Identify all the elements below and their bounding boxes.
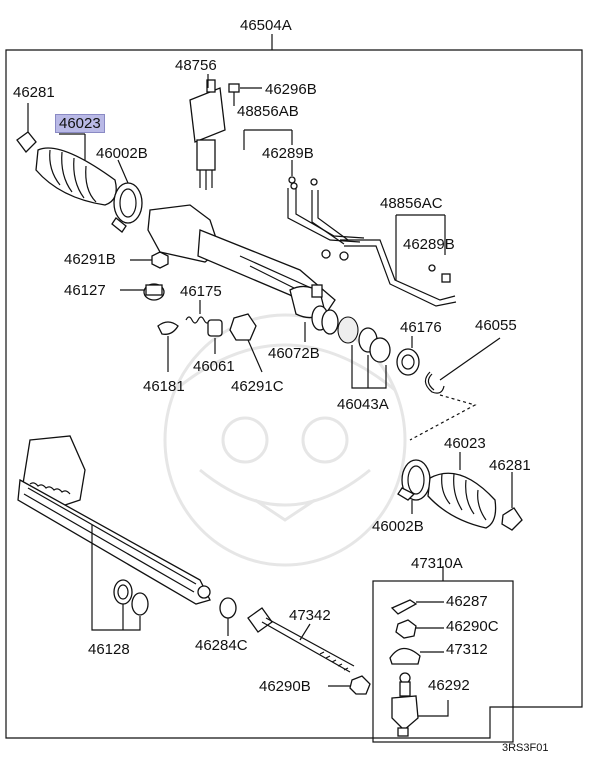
rack-housing-bottom-part: [17, 435, 211, 605]
part-label-46002b-bottom[interactable]: 46002B: [372, 518, 424, 535]
figure-code: 3RS3F01: [502, 742, 549, 754]
boot-46023-bottom-part: [427, 452, 497, 529]
snap-ring-46055-part: [424, 337, 501, 394]
part-label-46023-bottom[interactable]: 46023: [444, 435, 486, 452]
assembly-frame: [5, 49, 583, 739]
part-label-46296b[interactable]: 46296B: [265, 81, 317, 98]
yoke-46061-part: [207, 319, 223, 354]
tie-rod-47342-part: [247, 607, 355, 673]
sub-assembly-label[interactable]: 47310A: [411, 555, 463, 572]
part-label-46291c[interactable]: 46291C: [231, 378, 284, 395]
ring-46128-part: [91, 525, 149, 631]
plug-46127-part: [120, 283, 165, 301]
part-label-46023-top[interactable]: 46023: [55, 114, 105, 133]
part-label-46281-top[interactable]: 46281: [13, 84, 55, 101]
part-label-46043a[interactable]: 46043A: [337, 396, 389, 413]
band-46002b-top-part: [111, 159, 143, 233]
valve-48756-part: [189, 74, 226, 190]
part-label-48756[interactable]: 48756: [175, 57, 217, 74]
bolt-46296b-part: [228, 83, 262, 106]
part-label-46176[interactable]: 46176: [400, 319, 442, 336]
assembly-label: 46504A: [240, 17, 292, 34]
part-label-46290b[interactable]: 46290B: [259, 678, 311, 695]
bushing-46176-part: [396, 336, 420, 376]
pipe-48856ab-part: [243, 129, 365, 261]
pipe-48856ac-part: [340, 214, 457, 307]
ball-joint-46292-part: [391, 672, 449, 737]
rack-housing-top-part: [147, 204, 336, 319]
part-label-46284c[interactable]: 46284C: [195, 637, 248, 654]
part-label-48856ab[interactable]: 48856AB: [237, 103, 299, 120]
part-label-46292[interactable]: 46292: [428, 677, 470, 694]
part-label-46061[interactable]: 46061: [193, 358, 235, 375]
part-label-46055[interactable]: 46055: [475, 317, 517, 334]
nut-46290c-part: [395, 619, 444, 639]
continuation-line: [409, 394, 477, 441]
part-label-46287[interactable]: 46287: [446, 593, 488, 610]
spring-46175-part: [185, 300, 211, 324]
part-label-46175[interactable]: 46175: [180, 283, 222, 300]
clip-46181-part: [157, 321, 179, 372]
nut-46291b-part: [130, 251, 169, 269]
clamp-46281-bottom-part: [501, 472, 523, 531]
ring-46284c-part: [219, 597, 237, 636]
part-label-46127[interactable]: 46127: [64, 282, 106, 299]
part-label-46181[interactable]: 46181: [143, 378, 185, 395]
part-label-46128[interactable]: 46128: [88, 641, 130, 658]
part-label-46289b-right[interactable]: 46289B: [403, 236, 455, 253]
cotter-pin-46287-part: [390, 599, 444, 615]
bushing-46043a-part: [337, 316, 391, 389]
nut-46290b-part: [328, 675, 371, 695]
part-label-47312[interactable]: 47312: [446, 641, 488, 658]
part-label-48856ac[interactable]: 48856AC: [380, 195, 443, 212]
boot-47312-part: [389, 647, 444, 665]
part-label-46072b[interactable]: 46072B: [268, 345, 320, 362]
part-label-46290c[interactable]: 46290C: [446, 618, 499, 635]
watermark-emblem: [163, 313, 407, 567]
part-label-46002b-top[interactable]: 46002B: [96, 145, 148, 162]
seal-46072b-part: [304, 305, 339, 342]
cap-46291c-part: [229, 313, 263, 373]
part-label-47342[interactable]: 47342: [289, 607, 331, 624]
part-label-46289b-top[interactable]: 46289B: [262, 145, 314, 162]
part-label-46291b[interactable]: 46291B: [64, 251, 116, 268]
clamp-46281-top-part: [16, 103, 37, 153]
part-label-46281-bottom[interactable]: 46281: [489, 457, 531, 474]
